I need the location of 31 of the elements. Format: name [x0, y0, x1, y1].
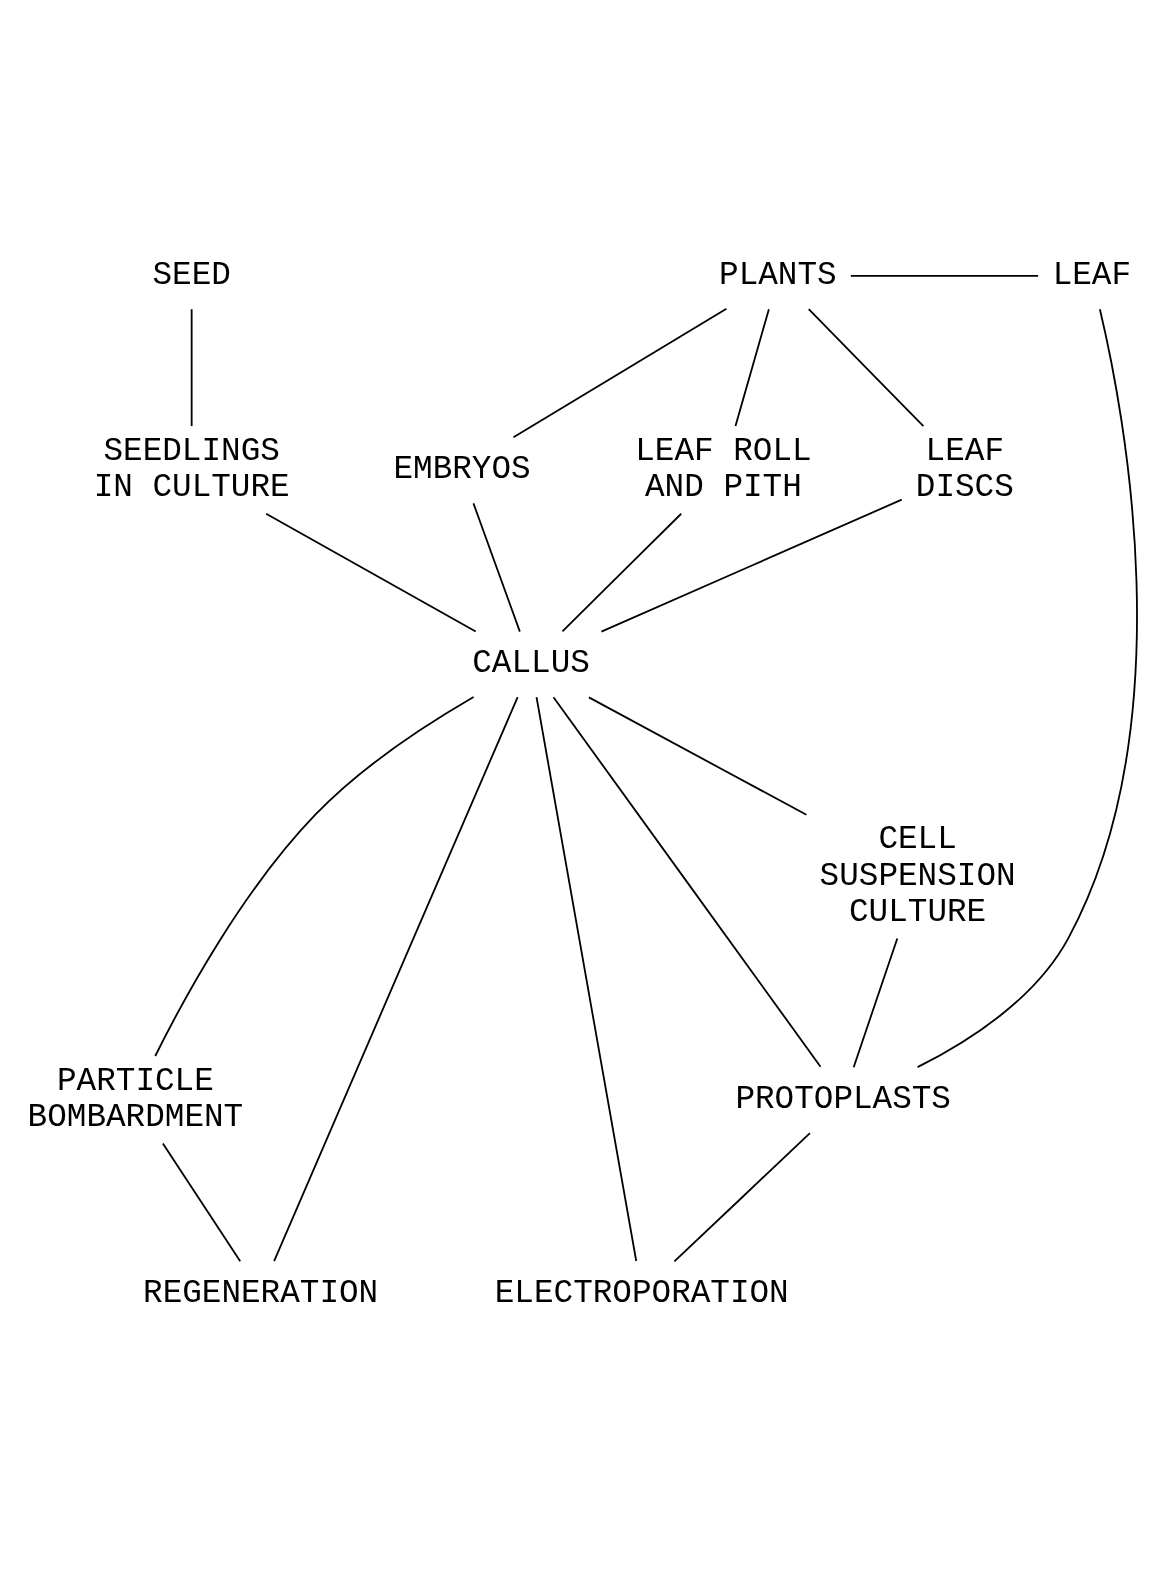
- connector: [588, 695, 808, 816]
- node-text: CALLUS: [472, 644, 590, 682]
- node-text: SEEDLINGS IN CULTURE: [93, 432, 290, 506]
- node-text: REGENERATION: [143, 1274, 379, 1312]
- connector: [849, 274, 1040, 277]
- connector: [852, 937, 899, 1068]
- node-text: ELECTROPORATION: [494, 1274, 789, 1312]
- connector: [600, 498, 903, 632]
- node-text: CELL SUSPENSION CULTURE: [819, 820, 1016, 931]
- node-text: LEAF: [1052, 256, 1132, 294]
- connector: [561, 512, 683, 632]
- connector: [154, 695, 475, 1057]
- node-text: SEED: [152, 256, 231, 294]
- connector: [807, 307, 925, 427]
- node-text: PROTOPLASTS: [735, 1080, 951, 1118]
- node-text: LEAF DISCS: [915, 432, 1014, 506]
- connector: [472, 502, 521, 632]
- connector: [161, 1142, 242, 1262]
- node-text: LEAF ROLL AND PITH: [635, 432, 812, 506]
- connector: [265, 512, 477, 632]
- node-text: PLANTS: [719, 256, 837, 294]
- connector: [552, 695, 822, 1068]
- connector: [273, 695, 519, 1262]
- connector: [673, 1131, 811, 1262]
- connector: [190, 307, 193, 427]
- node-text: PARTICLE BOMBARDMENT: [27, 1062, 244, 1136]
- node-text: EMBRYOS: [393, 450, 531, 488]
- connector: [535, 695, 638, 1262]
- connector: [916, 307, 1138, 1068]
- connector: [734, 307, 770, 427]
- connector: [512, 307, 728, 438]
